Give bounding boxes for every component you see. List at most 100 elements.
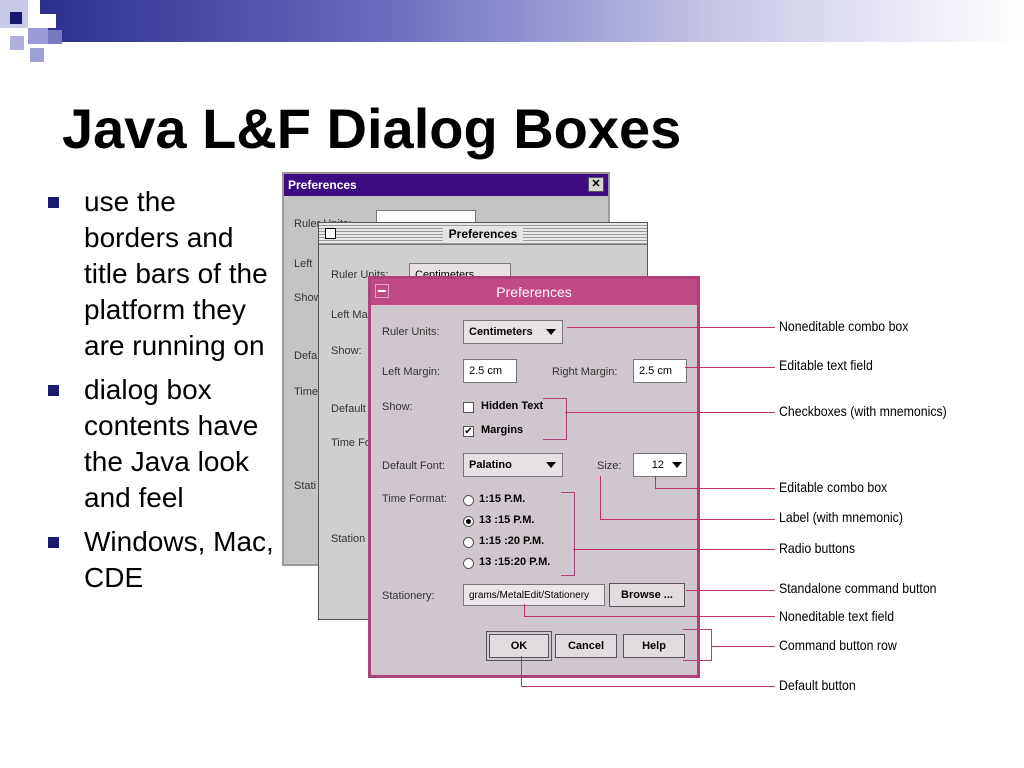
mac-titlebar[interactable]: Preferences (319, 223, 647, 245)
help-button[interactable]: Help (623, 634, 685, 658)
annotation-label: Standalone command button (779, 580, 937, 596)
chevron-down-icon (546, 462, 556, 468)
time-format-option: 13 :15 P.M. (479, 514, 535, 526)
time-format-option: 13 :15:20 P.M. (479, 556, 551, 568)
windows-label: Stati (294, 480, 317, 492)
close-box-icon[interactable] (325, 228, 336, 239)
time-format-radio-selected[interactable] (463, 516, 474, 527)
windows-titlebar[interactable]: Preferences ✕ (284, 174, 608, 196)
size-label: Size: (597, 460, 622, 472)
size-combo[interactable]: 12 (633, 453, 687, 477)
radio-group-bracket (561, 492, 575, 576)
cancel-button[interactable]: Cancel (555, 634, 617, 658)
cde-preferences-dialog: Preferences Ruler Units: Centimeters Lef… (368, 276, 700, 678)
ruler-units-label: Ruler Units: (382, 326, 440, 338)
bullet-item: use the borders and title bars of the pl… (44, 184, 274, 364)
leader-line (600, 519, 775, 520)
bullet-text: dialog box contents have the Java look a… (84, 374, 259, 513)
leader-line (712, 646, 775, 647)
decorative-square (40, 14, 56, 28)
annotation-label: Checkboxes (with mnemonics) (779, 403, 947, 419)
chevron-down-icon (672, 462, 682, 468)
annotation-label: Default button (779, 677, 856, 693)
annotation-label: Label (with mnemonic) (779, 509, 903, 525)
margins-checkbox[interactable]: ✔ (463, 426, 474, 437)
time-format-radio[interactable] (463, 537, 474, 548)
mac-label: Time Fo (331, 437, 371, 449)
hidden-text-checkbox[interactable] (463, 402, 474, 413)
decorative-square (28, 28, 48, 44)
windows-dialog-title: Preferences (288, 178, 357, 192)
leader-line (521, 656, 522, 686)
ruler-units-combo[interactable]: Centimeters (463, 320, 563, 344)
bullet-text: Windows, Mac, CDE (84, 526, 274, 593)
left-margin-label: Left Margin: (382, 366, 441, 378)
bullet-text: use the borders and title bars of the pl… (84, 186, 268, 361)
leader-line (524, 604, 525, 616)
close-icon[interactable]: ✕ (588, 177, 604, 192)
default-font-label: Default Font: (382, 460, 445, 472)
bullet-item: Windows, Mac, CDE (44, 524, 274, 596)
bullet-item: dialog box contents have the Java look a… (44, 372, 274, 516)
time-format-label: Time Format: (382, 493, 447, 505)
ruler-units-value: Centimeters (469, 326, 533, 338)
windows-label: Defa (294, 350, 318, 362)
mac-label: Show: (331, 345, 362, 357)
window-menu-icon[interactable] (375, 284, 389, 298)
decorative-square (48, 30, 62, 44)
decorative-square (10, 12, 22, 24)
chevron-down-icon (546, 329, 556, 335)
time-format-option: 1:15 P.M. (479, 493, 526, 505)
time-format-option: 1:15 :20 P.M. (479, 535, 545, 547)
decorative-square (10, 36, 24, 50)
leader-line (524, 616, 775, 617)
annotation-label: Radio buttons (779, 540, 856, 556)
button-row-bracket (683, 629, 712, 661)
header-gradient-band (40, 0, 1024, 42)
size-value: 12 (651, 459, 664, 471)
windows-label: Left (294, 258, 313, 270)
leader-line (521, 686, 775, 687)
bullet-list: use the borders and title bars of the pl… (44, 184, 274, 604)
mac-label: Station (331, 533, 366, 545)
leader-line (565, 412, 775, 413)
ok-button[interactable]: OK (489, 634, 549, 658)
right-margin-label: Right Margin: (552, 366, 618, 378)
mac-dialog-title: Preferences (442, 227, 524, 241)
leader-line (686, 590, 775, 591)
leader-line (600, 476, 601, 519)
decorative-square (30, 48, 44, 62)
checkbox-group-bracket (543, 398, 567, 440)
default-font-value: Palatino (469, 459, 512, 471)
hidden-text-label: Hidden Text (481, 400, 544, 412)
bullet-square-icon (48, 385, 59, 396)
cde-dialog-title: Preferences (496, 284, 572, 300)
annotation-label: Noneditable combo box (779, 318, 909, 334)
stationery-field: grams/MetalEdit/Stationery (463, 584, 605, 606)
default-font-combo[interactable]: Palatino (463, 453, 563, 477)
browse-button[interactable]: Browse ... (609, 583, 685, 607)
leader-line (573, 549, 775, 550)
cde-titlebar[interactable]: Preferences (371, 279, 697, 305)
annotation-label: Editable combo box (779, 479, 888, 495)
margins-label: Margins (481, 424, 524, 436)
time-format-radio[interactable] (463, 495, 474, 506)
mac-label: Default (331, 403, 366, 415)
annotation-label: Noneditable text field (779, 608, 895, 624)
right-margin-field[interactable]: 2.5 cm (633, 359, 687, 383)
leader-line (655, 476, 656, 488)
windows-label: Show (294, 292, 322, 304)
bullet-square-icon (48, 197, 59, 208)
slide-title: Java L&F Dialog Boxes (62, 97, 682, 160)
time-format-radio[interactable] (463, 558, 474, 569)
leader-line (655, 488, 775, 489)
leader-line (567, 327, 775, 328)
annotation-label: Editable text field (779, 357, 873, 373)
left-margin-field[interactable]: 2.5 cm (463, 359, 517, 383)
bullet-square-icon (48, 537, 59, 548)
annotation-label: Command button row (779, 637, 897, 653)
windows-label: Time (294, 386, 319, 398)
stationery-label: Stationery: (382, 590, 435, 602)
leader-line (685, 367, 775, 368)
mac-label: Left Ma (331, 309, 368, 321)
